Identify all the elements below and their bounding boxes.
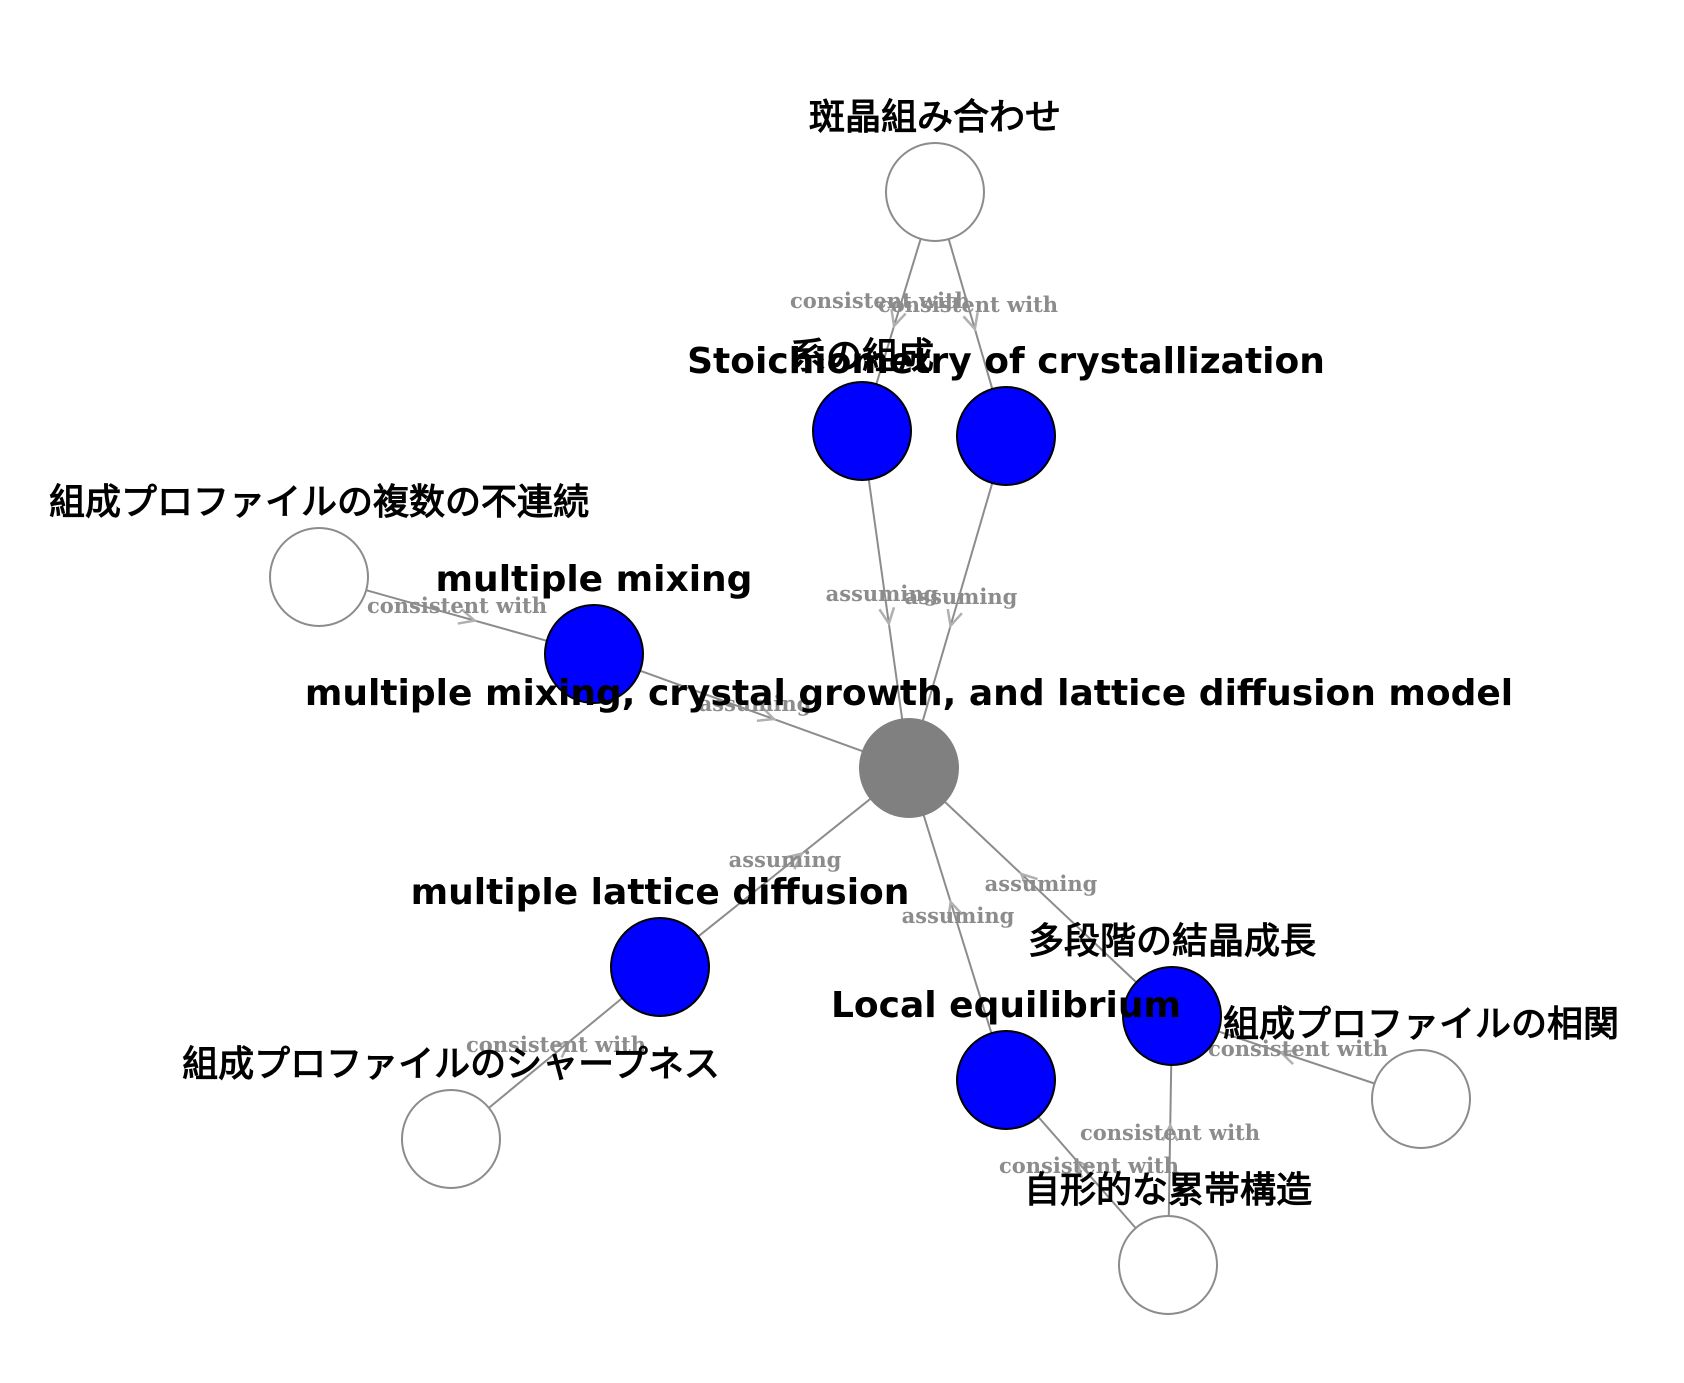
edge-system-center xyxy=(867,479,904,720)
edge-arrow xyxy=(890,309,907,329)
edge-label: assuming xyxy=(826,581,939,606)
edge-zoning-growth xyxy=(1167,1064,1173,1217)
edge-local-center xyxy=(922,814,993,1034)
edge-zoning-local xyxy=(1037,1116,1137,1229)
node-discont[interactable] xyxy=(269,527,369,627)
edge-label: assuming xyxy=(902,903,1015,928)
node-mixing[interactable] xyxy=(544,604,644,704)
node-phenocryst[interactable] xyxy=(885,142,985,242)
node-sharp[interactable] xyxy=(401,1089,501,1189)
edge-label: consistent with xyxy=(1080,1120,1260,1145)
node-corr[interactable] xyxy=(1371,1049,1471,1149)
edge-arrow xyxy=(878,606,896,627)
edge-arrow xyxy=(946,899,964,920)
edge-lattice-center xyxy=(697,797,872,938)
edge-growth-center xyxy=(943,800,1138,984)
edge-corr-growth xyxy=(1218,1030,1375,1085)
node-label-lattice: multiple lattice diffusion xyxy=(411,872,910,913)
edge-label: consistent with xyxy=(790,288,970,313)
edge-label: assuming xyxy=(699,691,812,716)
edge-arrow xyxy=(1161,1122,1179,1142)
edge-label: assuming xyxy=(729,847,842,872)
edge-label: assuming xyxy=(905,584,1018,609)
node-label-corr: 組成プロファイルの相関 xyxy=(1223,1004,1619,1045)
edge-arrow xyxy=(784,851,804,870)
edge-label: consistent with xyxy=(1208,1036,1388,1061)
node-label-local: Local equilibrium xyxy=(831,985,1181,1026)
edge-arrow xyxy=(1075,1159,1094,1179)
edge-arrow xyxy=(552,1040,572,1058)
node-label-zoning: 自形的な累帯構造 xyxy=(1024,1170,1312,1211)
edge-mixing-center xyxy=(639,669,864,753)
edge-phenocryst-system xyxy=(875,238,922,385)
node-center[interactable] xyxy=(859,718,959,818)
node-system[interactable] xyxy=(812,381,912,481)
edge-arrow xyxy=(457,608,478,625)
edge-arrow xyxy=(946,608,963,629)
edge-stoich-center xyxy=(921,482,994,722)
node-label-mixing: multiple mixing xyxy=(436,559,753,600)
node-label-center: multiple mixing, crystal growth, and lat… xyxy=(305,673,1513,714)
edge-discont-mixing xyxy=(365,589,548,642)
edge-arrow xyxy=(962,312,979,332)
node-growth[interactable] xyxy=(1122,966,1222,1066)
node-label-system: 系の組成 xyxy=(790,336,934,377)
edge-label: assuming xyxy=(985,871,1098,896)
node-label-phenocryst: 斑晶組み合わせ xyxy=(809,97,1061,138)
edge-label: consistent with xyxy=(999,1153,1179,1178)
node-zoning[interactable] xyxy=(1118,1215,1218,1315)
node-label-sharp: 組成プロファイルのシャープネス xyxy=(182,1044,720,1085)
edge-arrow xyxy=(756,706,777,723)
node-labels-layer: multiple mixing, crystal growth, and lat… xyxy=(49,97,1619,1211)
edge-label: consistent with xyxy=(878,292,1058,317)
edge-phenocryst-stoich xyxy=(947,238,994,390)
edges-layer xyxy=(365,238,1375,1229)
node-local[interactable] xyxy=(956,1030,1056,1130)
node-stoich[interactable] xyxy=(956,386,1056,486)
node-label-stoich: Stoichiometry of crystallization xyxy=(687,341,1325,382)
edge-sharp-lattice xyxy=(488,997,623,1109)
node-label-discont: 組成プロファイルの複数の不連続 xyxy=(49,482,589,523)
edge-arrow xyxy=(1019,871,1038,891)
edge-label: consistent with xyxy=(466,1032,646,1057)
node-lattice[interactable] xyxy=(610,917,710,1017)
edge-arrow xyxy=(1278,1048,1298,1066)
node-label-growth: 多段階の結晶成長 xyxy=(1028,921,1317,962)
nodes-layer xyxy=(269,142,1471,1315)
edge-label: consistent with xyxy=(367,593,547,618)
